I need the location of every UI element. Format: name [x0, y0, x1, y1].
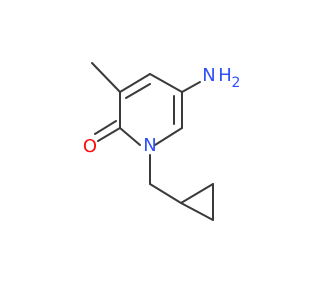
carbonyl-o-label: O — [83, 136, 97, 157]
bond-c5-amino — [181, 81, 201, 93]
amine-n-label: N — [202, 65, 215, 86]
amine-h-label: H — [218, 65, 232, 86]
bond-c2-o-double — [94, 120, 117, 135]
bond-c2-o — [97, 127, 121, 142]
bond-c3-c4 — [119, 73, 151, 93]
structure-canvas: N H 2 O N — [82, 62, 241, 221]
bond-cp-a — [180, 183, 214, 204]
bond-c4-c5 — [149, 73, 183, 93]
amine-h2-subscript: 2 — [232, 75, 241, 91]
bond-ch2-cp — [149, 183, 182, 204]
bond-n1-c2 — [119, 127, 141, 146]
bond-c6-n1 — [154, 127, 183, 146]
molecule-diagram: N H 2 O N — [83, 62, 241, 221]
bond-cp-b — [180, 202, 214, 221]
bond-methyl — [91, 62, 121, 93]
ring-n-label: N — [143, 135, 156, 156]
bond-c3-c4-double — [125, 83, 151, 99]
